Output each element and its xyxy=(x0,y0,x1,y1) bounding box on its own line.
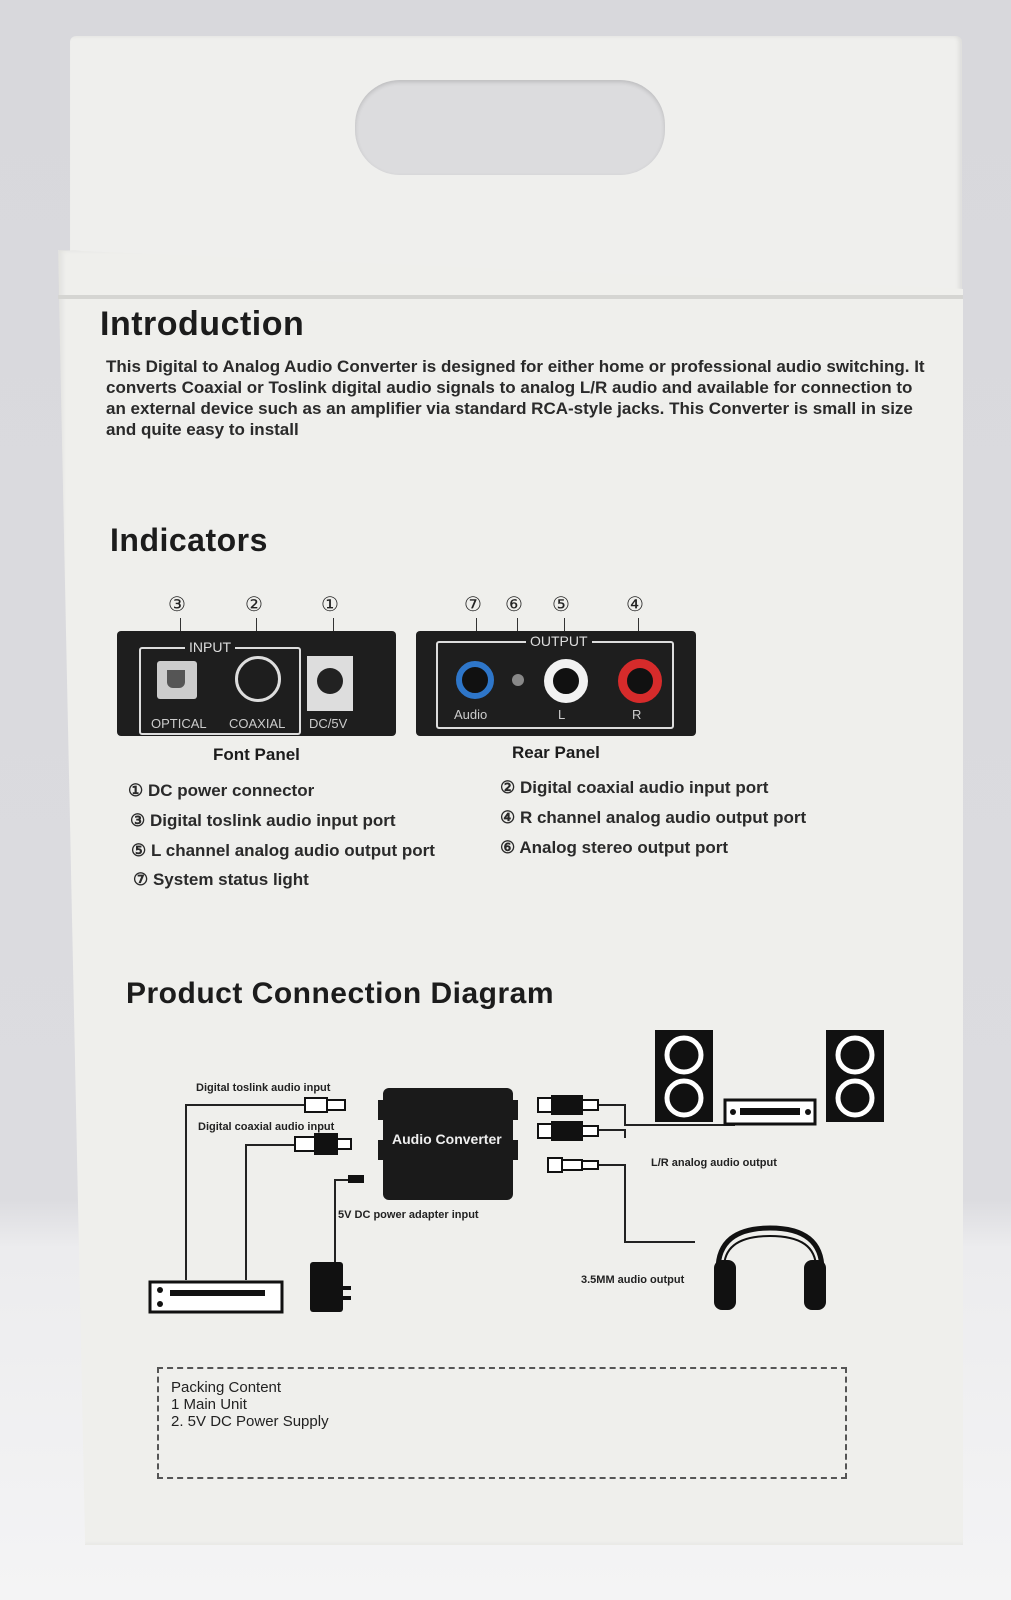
callout-5: ⑤ xyxy=(552,594,570,616)
speaker-left-icon xyxy=(655,1030,713,1122)
callout-4: ④ xyxy=(626,594,644,616)
audio-jack-icon xyxy=(456,661,494,699)
front-panel-graphic: INPUT OPTICAL COAXIAL DC/5V xyxy=(117,631,396,736)
intro-text: This Digital to Analog Audio Converter i… xyxy=(106,357,925,439)
box-back-panel xyxy=(58,250,963,1545)
optical-label: OPTICAL xyxy=(151,716,207,731)
callout-2: ② xyxy=(245,594,263,616)
legend-item: ⑥ Analog stereo output port xyxy=(500,838,729,857)
lr-output-label: L/R analog audio output xyxy=(651,1157,777,1169)
headphone-output-label: 3.5MM audio output xyxy=(581,1274,685,1286)
legend-item: ⑤ L channel analog audio output port xyxy=(131,841,435,860)
diagram-heading: Product Connection Diagram xyxy=(126,977,555,1010)
toslink-input-label: Digital toslink audio input xyxy=(196,1082,331,1094)
legend-item: ④ R channel analog audio output port xyxy=(500,808,807,827)
callout-6: ⑥ xyxy=(505,594,523,616)
callout-3: ③ xyxy=(168,594,186,616)
toslink-plug-icon xyxy=(304,1097,346,1113)
packing-title: Packing Content xyxy=(171,1379,282,1396)
right-label: R xyxy=(632,707,642,722)
legend-item: ① DC power connector xyxy=(128,781,315,800)
source-device-icon xyxy=(148,1280,284,1314)
coaxial-label: COAXIAL xyxy=(229,716,286,731)
coaxial-port-icon xyxy=(235,656,281,702)
coaxial-input-label: Digital coaxial audio input xyxy=(198,1121,335,1133)
intro-heading: Introduction xyxy=(100,305,305,343)
indicators-heading: Indicators xyxy=(110,522,268,558)
power-adapter-icon xyxy=(310,1175,364,1312)
power-input-label: 5V DC power adapter input xyxy=(338,1209,479,1221)
speaker-right-icon xyxy=(826,1030,884,1122)
front-panel-caption: Font Panel xyxy=(213,745,300,764)
headphone-icon xyxy=(714,1225,826,1310)
legend-item: ③ Digital toslink audio input port xyxy=(130,811,396,830)
converter-label: Audio Converter xyxy=(392,1131,502,1147)
left-rca-icon xyxy=(544,659,588,703)
dc-label: DC/5V xyxy=(309,716,348,731)
callout-1: ① xyxy=(321,594,339,616)
rear-panel-caption: Rear Panel xyxy=(512,743,600,762)
packing-item: 1 Main Unit xyxy=(171,1396,247,1413)
callout-7: ⑦ xyxy=(464,594,482,616)
right-rca-icon xyxy=(618,659,662,703)
audio-label: Audio xyxy=(454,707,488,722)
packing-item: 2. 5V DC Power Supply xyxy=(171,1413,329,1430)
status-light-icon xyxy=(512,674,524,686)
output-group-label: OUTPUT xyxy=(526,633,592,649)
connection-diagram xyxy=(148,1030,884,1314)
input-group-label: INPUT xyxy=(185,639,235,655)
fold-line xyxy=(58,295,963,299)
coaxial-plug-icon xyxy=(294,1133,352,1155)
rear-panel-graphic: OUTPUT Audio L R xyxy=(416,631,696,736)
optical-port-icon xyxy=(157,661,197,699)
amplifier-icon xyxy=(723,1098,817,1126)
legend-item: ⑦ System status light xyxy=(133,870,309,889)
legend-item: ② Digital coaxial audio input port xyxy=(500,778,769,797)
packing-content-box: Packing Content 1 Main Unit 2. 5V DC Pow… xyxy=(157,1367,847,1479)
hang-tab-hole xyxy=(355,80,665,175)
converter-box-icon xyxy=(378,1088,518,1200)
left-label: L xyxy=(558,707,566,722)
dc-port-icon xyxy=(307,656,353,711)
rca-plugs-icon xyxy=(537,1095,599,1173)
